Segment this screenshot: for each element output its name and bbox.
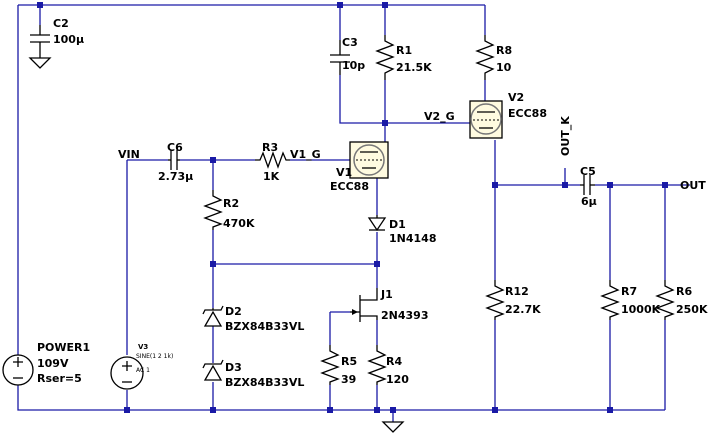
tube-v1 <box>349 141 389 179</box>
label-r5-value: 39 <box>341 373 356 386</box>
junction-dot <box>382 2 388 8</box>
label-r1-ref: R1 <box>396 44 412 57</box>
ground-symbol-c2 <box>28 52 52 69</box>
label-v3-value: SINE(1 2 1k) <box>136 353 173 360</box>
label-j1-value: 2N4393 <box>381 309 428 322</box>
jfet-j1 <box>350 288 378 322</box>
label-power1-ref: POWER1 <box>37 341 90 354</box>
label-r3-ref: R3 <box>262 141 278 154</box>
component-labels: C2 100µ C3 10p R1 21.5K R8 10 V2 ECC88 C… <box>37 17 708 389</box>
label-j1-ref: J1 <box>380 288 393 301</box>
label-v3-ref: V3 <box>138 343 148 351</box>
junction-dot <box>382 120 388 126</box>
label-power1-extra: Rser=5 <box>37 372 82 385</box>
junction-dot <box>607 182 613 188</box>
label-v3-extra: AC 1 <box>136 367 150 374</box>
label-power1-value: 109V <box>37 357 69 370</box>
label-v2-ref: V2 <box>508 91 524 104</box>
net-label-v1g: V1_G <box>290 148 321 161</box>
resistor-r5 <box>320 345 340 385</box>
label-r5-ref: R5 <box>341 355 357 368</box>
junction-dot <box>374 261 380 267</box>
tube-v2 <box>469 100 503 139</box>
voltage-source-power1 <box>2 354 34 386</box>
capacitor-c5 <box>580 175 595 195</box>
net-label-outk: OUT_K <box>559 116 572 156</box>
label-r8-ref: R8 <box>496 44 512 57</box>
label-r7-ref: R7 <box>621 285 637 298</box>
ground-symbol-main <box>381 421 405 433</box>
junction-dot <box>37 2 43 8</box>
label-r1-value: 21.5K <box>396 61 432 74</box>
junction-dot <box>492 407 498 413</box>
junction-dot <box>607 407 613 413</box>
label-c3-value: 10p <box>342 59 365 72</box>
label-r12-value: 22.7K <box>505 303 541 316</box>
net-label-vin: VIN <box>118 148 140 161</box>
wires <box>17 4 690 422</box>
resistor-r8 <box>475 35 495 80</box>
label-r4-value: 120 <box>386 373 409 386</box>
capacitor-c6 <box>168 150 180 170</box>
label-r2-value: 470K <box>223 217 255 230</box>
label-c2-value: 100µ <box>53 33 84 46</box>
zener-d3 <box>202 359 224 381</box>
label-r7-value: 1000K <box>621 303 661 316</box>
label-d3-ref: D3 <box>225 361 242 374</box>
junction-dot <box>562 182 568 188</box>
voltage-source-v3 <box>110 356 144 390</box>
label-c5-value: 6µ <box>581 195 597 208</box>
resistor-r7 <box>600 280 620 320</box>
junction-dot <box>390 407 396 413</box>
junction-dot <box>124 407 130 413</box>
junction-dot <box>337 2 343 8</box>
diode-d1 <box>367 215 387 232</box>
label-r6-value: 250K <box>676 303 708 316</box>
resistor-r2 <box>203 190 223 230</box>
label-r6-ref: R6 <box>676 285 692 298</box>
label-d2-value: BZX84B33VL <box>225 320 304 333</box>
junction-dot <box>210 407 216 413</box>
label-r8-value: 10 <box>496 61 512 74</box>
junction-dot <box>327 407 333 413</box>
junction-dot <box>492 182 498 188</box>
label-r3-value: 1K <box>263 170 280 183</box>
label-c6-ref: C6 <box>167 141 183 154</box>
label-d1-value: 1N4148 <box>389 232 436 245</box>
resistor-r3 <box>255 151 290 169</box>
net-label-v2g: V2_G <box>424 110 455 123</box>
junction-dot <box>210 157 216 163</box>
resistor-r1 <box>375 35 395 80</box>
junction-dot <box>662 182 668 188</box>
label-r4-ref: R4 <box>386 355 402 368</box>
label-c5-ref: C5 <box>580 165 596 178</box>
junctions <box>37 2 668 413</box>
junction-dot <box>210 261 216 267</box>
capacitor-c2 <box>30 25 50 52</box>
label-d1-ref: D1 <box>389 218 406 231</box>
label-v1-ref: V1 <box>336 166 352 179</box>
label-c2-ref: C2 <box>53 17 69 30</box>
resistor-r6 <box>655 280 675 320</box>
label-r2-ref: R2 <box>223 197 239 210</box>
label-c3-ref: C3 <box>342 36 358 49</box>
capacitor-c3 <box>330 40 350 75</box>
label-v1-value: ECC88 <box>330 180 369 193</box>
junction-dot <box>374 407 380 413</box>
label-c6-value: 2.73µ <box>158 170 193 183</box>
resistor-r4 <box>367 345 387 385</box>
net-labels: VIN V1_G V2_G OUT_K OUT <box>118 110 706 192</box>
label-d2-ref: D2 <box>225 305 242 318</box>
zener-d2 <box>202 305 224 327</box>
label-d3-value: BZX84B33VL <box>225 376 304 389</box>
label-r12-ref: R12 <box>505 285 529 298</box>
label-v2-value: ECC88 <box>508 107 547 120</box>
resistor-r12 <box>485 280 505 320</box>
net-label-out: OUT <box>680 179 706 192</box>
